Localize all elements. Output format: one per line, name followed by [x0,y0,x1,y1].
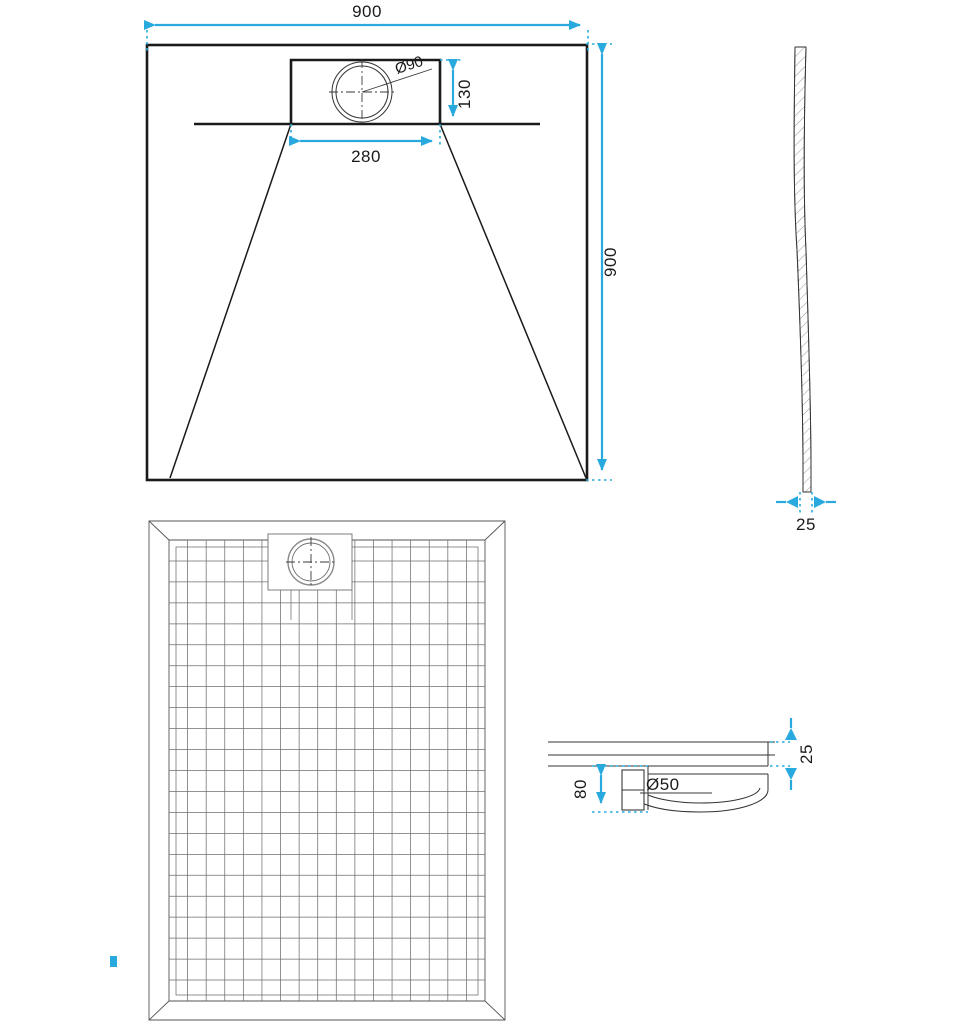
dim-280-label: 280 [351,147,381,166]
dim-900-height-label: 900 [601,247,620,277]
drain-diameter-leader [361,68,433,93]
dim-25-siphon-label: 25 [797,744,816,764]
side-profile-view-group: 25 [776,46,836,534]
side-profile-inner-edge [793,46,804,492]
top-view-tray-outline [145,43,589,482]
dim-130-label: 130 [455,79,474,109]
top-view-slope-right [439,123,587,479]
top-view-drain-box [289,58,442,124]
bottom-view-rib-grid [169,540,485,1001]
dim-25-profile-arrow-left [786,496,798,508]
bottom-view-group [148,520,506,1021]
dim-25-profile-arrow-right [814,496,826,508]
dim-25-siphon-arrow-bottom [785,768,797,780]
bottom-view-chamfer-br [484,1000,506,1021]
dim-900-width-label: 900 [352,2,382,21]
dim-25-profile-label: 25 [796,515,816,534]
siphon-bowl-curve [628,774,769,813]
side-profile-outer-edge [803,46,812,492]
dim-80-label: 80 [571,779,590,799]
dim-25-siphon-arrow-top [785,728,797,740]
bottom-view-chamfer-bl [148,1000,170,1021]
bottom-view-chamfer-tr [484,520,506,541]
siphon-detail-group: Ø50 80 25 [548,718,816,813]
siphon-outlet-diameter-label: Ø50 [646,775,680,794]
siphon-bowl-inner-curve [647,787,761,804]
registration-mark [110,956,117,967]
top-view-group: Ø90 900 900 130 280 [144,2,620,482]
bottom-view-secondary-border [175,546,479,996]
top-view-slope-left [169,123,292,479]
bottom-view-chamfer-tl [148,520,170,541]
